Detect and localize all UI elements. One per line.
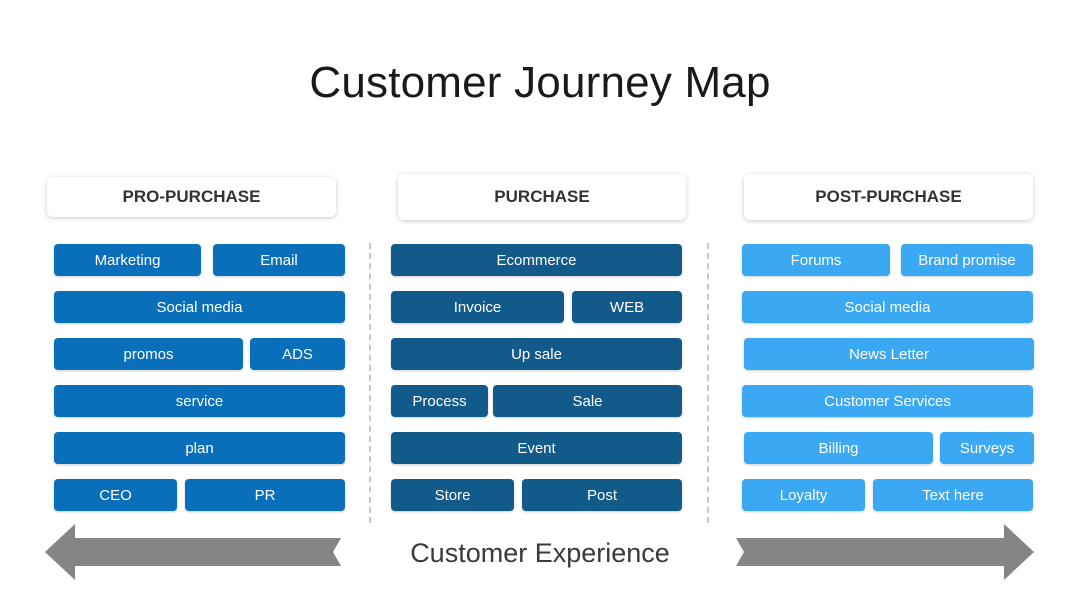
left-arrow-icon — [45, 524, 341, 580]
pill-brand-promise[interactable]: Brand promise — [901, 244, 1033, 276]
pill-surveys[interactable]: Surveys — [940, 432, 1034, 464]
pill-promos[interactable]: promos — [54, 338, 243, 370]
pill-sale[interactable]: Sale — [493, 385, 682, 417]
customer-experience-label: Customer Experience — [410, 538, 670, 568]
column-divider-right — [707, 243, 709, 523]
pill-ads[interactable]: ADS — [250, 338, 345, 370]
pill-customer-services[interactable]: Customer Services — [742, 385, 1033, 417]
pill-invoice[interactable]: Invoice — [391, 291, 564, 323]
pill-marketing[interactable]: Marketing — [54, 244, 201, 276]
pill-pr[interactable]: PR — [185, 479, 345, 511]
pill-event[interactable]: Event — [391, 432, 682, 464]
pill-email[interactable]: Email — [213, 244, 345, 276]
pill-ecommerce[interactable]: Ecommerce — [391, 244, 682, 276]
page-title: Customer Journey Map — [309, 58, 771, 107]
pill-service[interactable]: service — [54, 385, 345, 417]
pill-web[interactable]: WEB — [572, 291, 682, 323]
pill-text-here[interactable]: Text here — [873, 479, 1033, 511]
header-post-purchase: POST-PURCHASE — [744, 174, 1033, 220]
pill-up-sale[interactable]: Up sale — [391, 338, 682, 370]
right-arrow-icon — [736, 524, 1034, 580]
pill-social-media[interactable]: Social media — [54, 291, 345, 323]
right-arrow-shape — [736, 524, 1034, 580]
left-arrow-shape — [45, 524, 341, 580]
pill-plan[interactable]: plan — [54, 432, 345, 464]
pill-billing[interactable]: Billing — [744, 432, 933, 464]
pill-forums[interactable]: Forums — [742, 244, 890, 276]
pill-news-letter[interactable]: News Letter — [744, 338, 1034, 370]
header-pro-purchase: PRO-PURCHASE — [47, 177, 336, 217]
pill-process[interactable]: Process — [391, 385, 488, 417]
pill-loyalty[interactable]: Loyalty — [742, 479, 865, 511]
header-purchase: PURCHASE — [398, 174, 686, 220]
pill-post[interactable]: Post — [522, 479, 682, 511]
pill-ceo[interactable]: CEO — [54, 479, 177, 511]
pill-social-media-post[interactable]: Social media — [742, 291, 1033, 323]
column-divider-left — [369, 243, 371, 523]
pill-store[interactable]: Store — [391, 479, 514, 511]
